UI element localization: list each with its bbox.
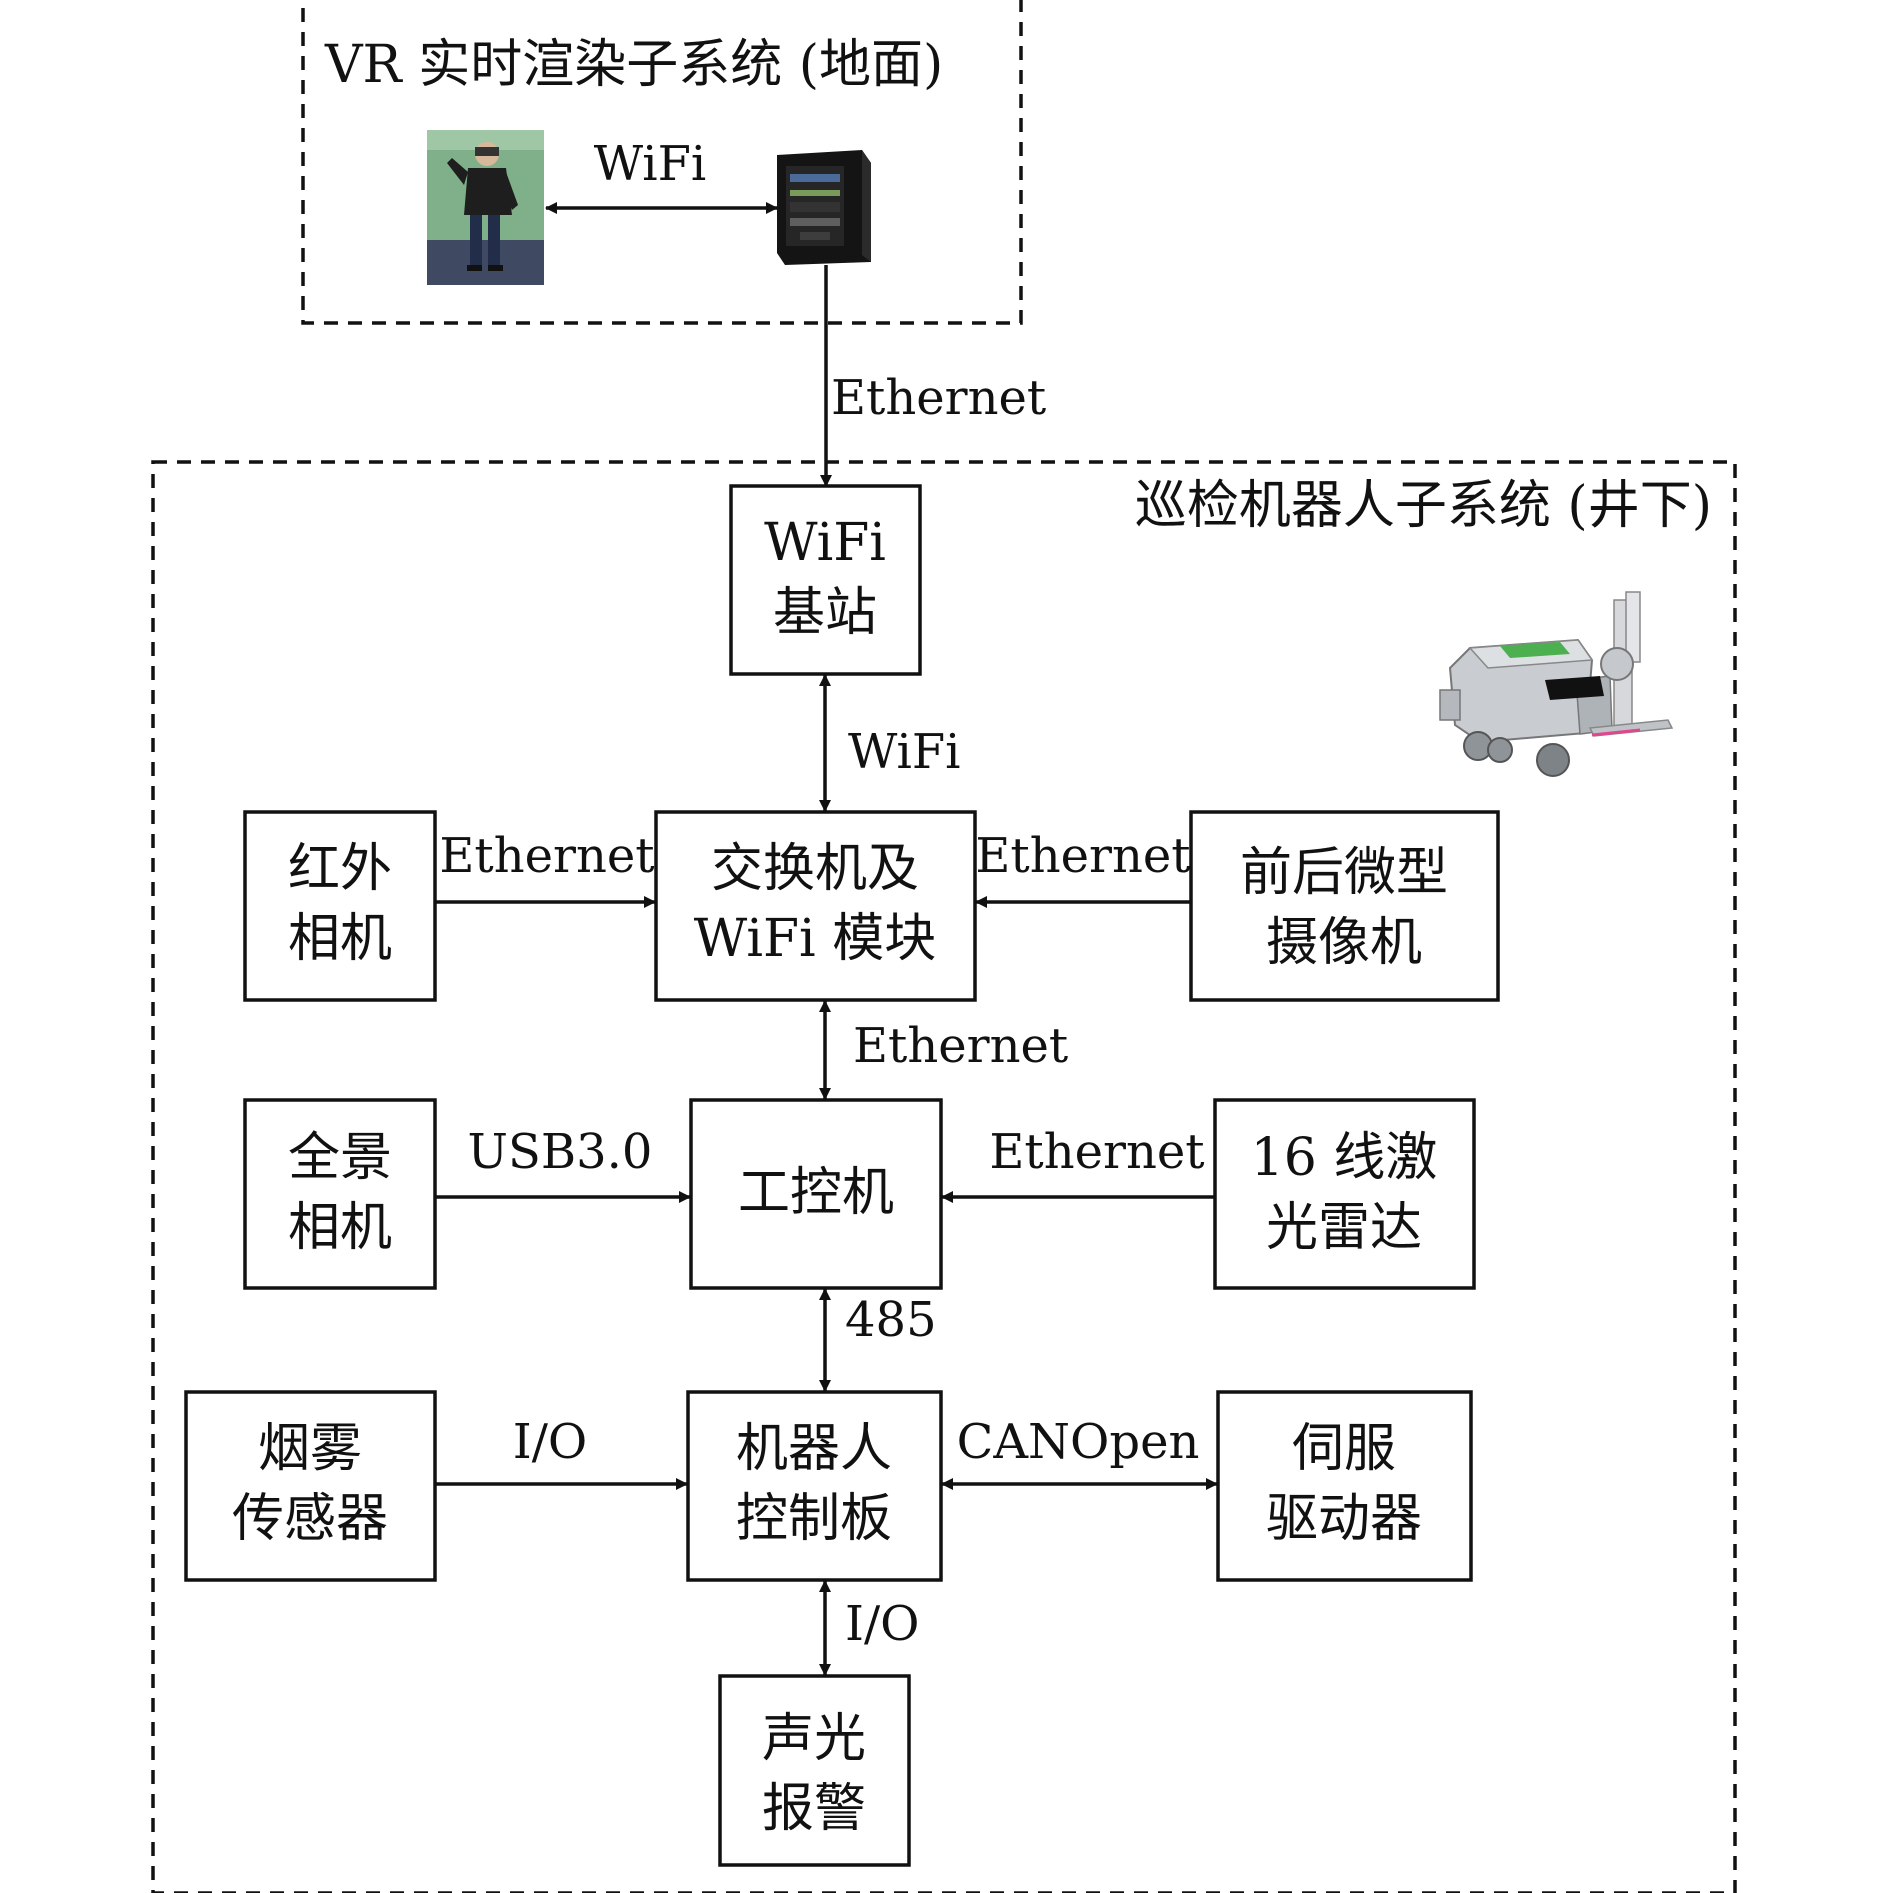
node-switch-wifi-module-line2: WiFi 模块 (694, 909, 936, 969)
link-label-lidar-to-ipc: Ethernet (989, 1124, 1204, 1180)
node-infrared-camera (243, 810, 437, 1002)
node-panoramic-camera-line2: 相机 (288, 1198, 392, 1258)
link-label-ipc-to-board: 485 (845, 1292, 937, 1348)
link-label-vr-wifi: WiFi (594, 136, 707, 192)
link-label-pc-to-base: Ethernet (831, 370, 1046, 426)
node-industrial-pc-label: 工控机 (738, 1163, 894, 1223)
node-lidar (1213, 1098, 1476, 1290)
underground-subsystem-frame (151, 460, 1737, 1893)
ground-subsystem-title: VR 实时渲染子系统 (地面) (324, 35, 943, 95)
render-pc-icon (777, 150, 871, 265)
link-label-micro-to-switch: Ethernet (975, 828, 1190, 884)
node-switch-wifi-module-line1: 交换机及 (711, 839, 919, 899)
node-robot-control-board-line1: 机器人 (736, 1419, 892, 1479)
node-industrial-pc (689, 1098, 943, 1290)
link-label-board-servo: CANOpen (957, 1414, 1200, 1470)
inspection-robot-icon (1439, 591, 1674, 777)
node-wifi-base-station-line1: WiFi (764, 513, 886, 573)
node-smoke-sensor (184, 1390, 437, 1582)
node-smoke-sensor-line1: 烟雾 (258, 1419, 362, 1479)
node-lidar-line2: 光雷达 (1266, 1198, 1422, 1258)
link-label-board-alarm: I/O (845, 1596, 919, 1652)
node-wifi-base-station (729, 484, 922, 676)
link-label-ir-to-switch: Ethernet (439, 828, 654, 884)
node-infrared-camera-line1: 红外 (288, 839, 392, 899)
underground-subsystem-title: 巡检机器人子系统 (井下) (1135, 476, 1712, 536)
node-smoke-sensor-line2: 传感器 (232, 1489, 388, 1549)
node-robot-control-board (686, 1390, 943, 1582)
node-servo-driver-line2: 驱动器 (1266, 1489, 1422, 1549)
node-micro-cameras (1189, 810, 1500, 1002)
link-label-pano-to-ipc: USB3.0 (468, 1124, 653, 1180)
node-robot-control-board-line2: 控制板 (736, 1489, 892, 1549)
node-servo-driver (1216, 1390, 1473, 1582)
node-micro-cameras-line1: 前后微型 (1240, 843, 1448, 903)
node-lidar-line1: 16 线激 (1251, 1128, 1438, 1188)
node-sound-light-alarm (718, 1674, 911, 1867)
link-label-base-to-switch: WiFi (848, 724, 961, 780)
node-servo-driver-line1: 伺服 (1292, 1419, 1396, 1479)
ground-subsystem-frame (301, 0, 1023, 325)
node-infrared-camera-line2: 相机 (288, 909, 392, 969)
vr-user-photo-icon (427, 130, 544, 285)
link-label-smoke-to-board: I/O (513, 1414, 587, 1470)
node-micro-cameras-line2: 摄像机 (1266, 913, 1422, 973)
node-sound-light-alarm-line2: 报警 (762, 1779, 866, 1839)
link-label-switch-to-ipc: Ethernet (853, 1018, 1068, 1074)
node-panoramic-camera-line1: 全景 (288, 1128, 392, 1188)
node-switch-wifi-module (654, 810, 977, 1002)
node-wifi-base-station-line2: 基站 (773, 583, 877, 643)
node-sound-light-alarm-line1: 声光 (762, 1709, 866, 1769)
node-panoramic-camera (243, 1098, 437, 1290)
